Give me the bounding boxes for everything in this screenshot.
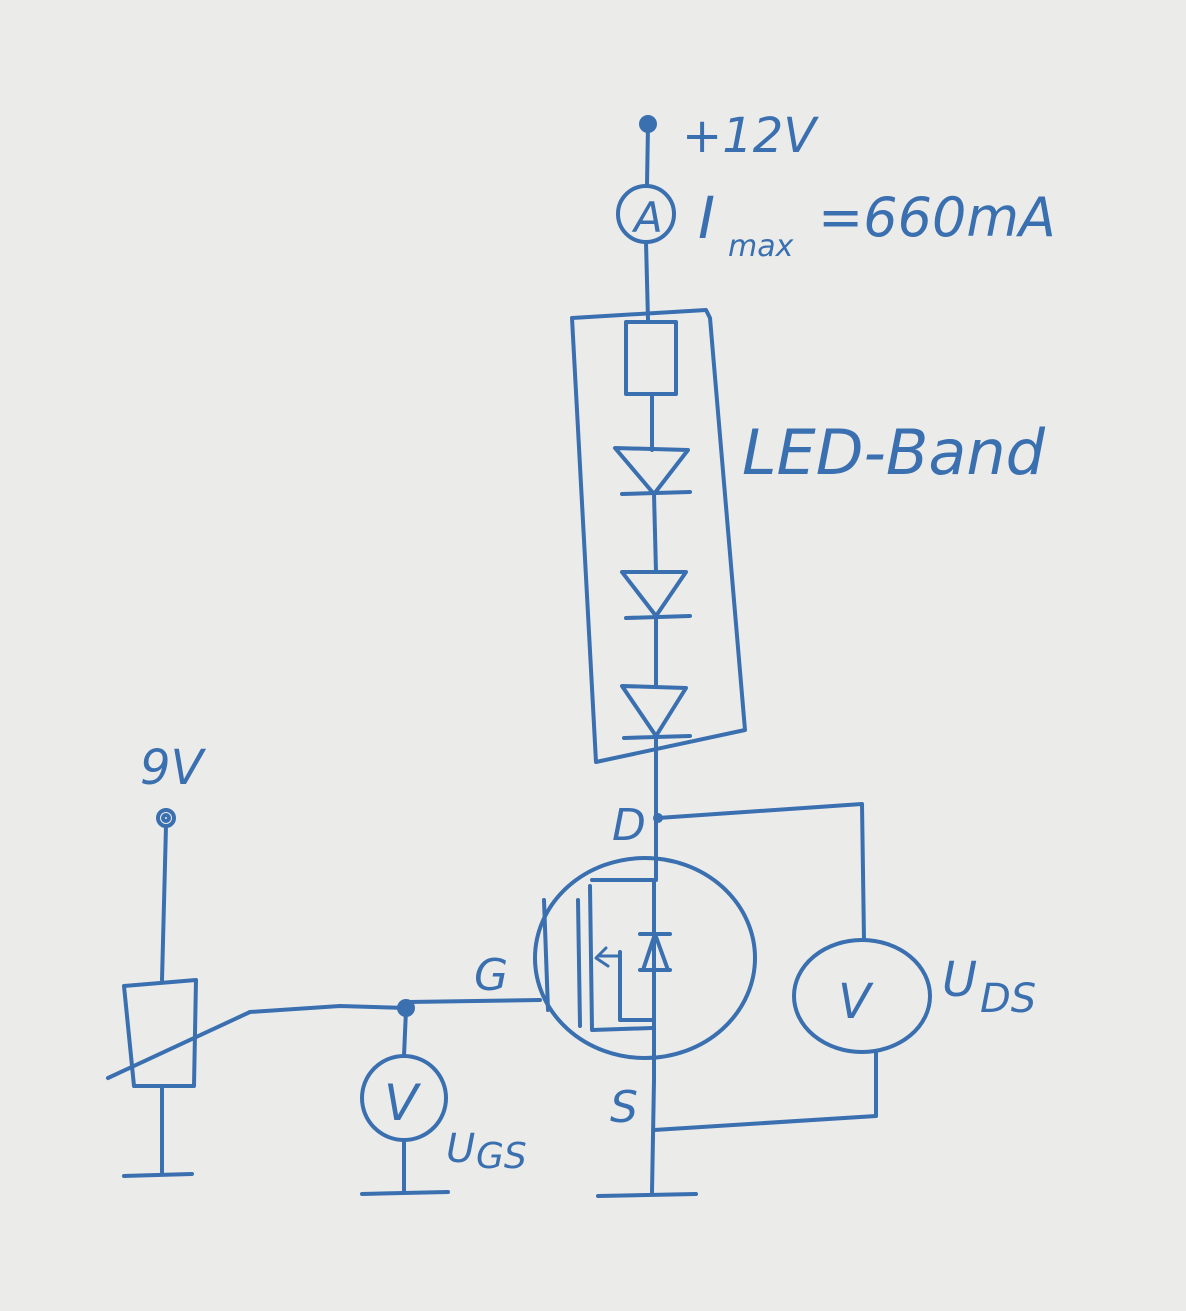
ammeter: A — [616, 184, 676, 244]
ground-source — [596, 1192, 698, 1198]
ugs-label-sub: GS — [476, 1136, 527, 1177]
wire-source-ground — [650, 1078, 656, 1194]
voltmeter-uds: V — [792, 938, 932, 1054]
led-3 — [620, 684, 692, 740]
led-strip-label: LED-Band — [742, 416, 1046, 489]
uds-label-sub: DS — [980, 976, 1036, 1022]
ground-pot — [122, 1172, 194, 1178]
wire-supply-ammeter — [645, 124, 650, 187]
wire-drain-uds — [656, 802, 866, 942]
nine-volt-terminal-inner — [161, 813, 171, 823]
gate-label: G — [474, 950, 508, 1001]
source-label: S — [610, 1082, 638, 1133]
gate-source-label: 9V — [140, 740, 207, 796]
strip-resistor — [624, 320, 678, 396]
gate-node — [397, 999, 415, 1017]
wire-source-uds — [652, 1050, 878, 1132]
wire-9v-pot — [160, 824, 168, 982]
voltmeter-ugs: V — [360, 1054, 448, 1142]
ammeter-label-value: =660mA — [818, 186, 1056, 249]
ammeter-symbol: A — [631, 193, 663, 242]
wire-ammeter-strip — [644, 240, 650, 322]
ugs-label-main: U — [446, 1126, 475, 1172]
led-strip-outline — [570, 308, 747, 764]
wire-wiper-gate-node — [248, 1004, 410, 1014]
supply-label: +12V — [682, 108, 819, 164]
uds-label-main: U — [942, 952, 977, 1008]
led-2 — [620, 570, 692, 620]
supply-terminal — [639, 115, 657, 133]
voltmeter-ugs-symbol: V — [384, 1074, 422, 1132]
gate-plate — [542, 898, 550, 1012]
mosfet — [533, 816, 757, 1082]
drain-label: D — [612, 800, 646, 851]
nine-volt-terminal — [156, 808, 176, 828]
potentiometer — [106, 978, 252, 1088]
wire-gate — [406, 998, 542, 1004]
wire-led1-led2 — [652, 492, 658, 574]
ammeter-label-sub: max — [728, 229, 794, 264]
ammeter-label-main: I — [698, 184, 715, 252]
ground-ugs — [360, 1190, 450, 1196]
led-1 — [613, 446, 692, 496]
voltmeter-uds-symbol: V — [838, 974, 874, 1030]
wire-gate-ugs — [402, 1008, 408, 1058]
